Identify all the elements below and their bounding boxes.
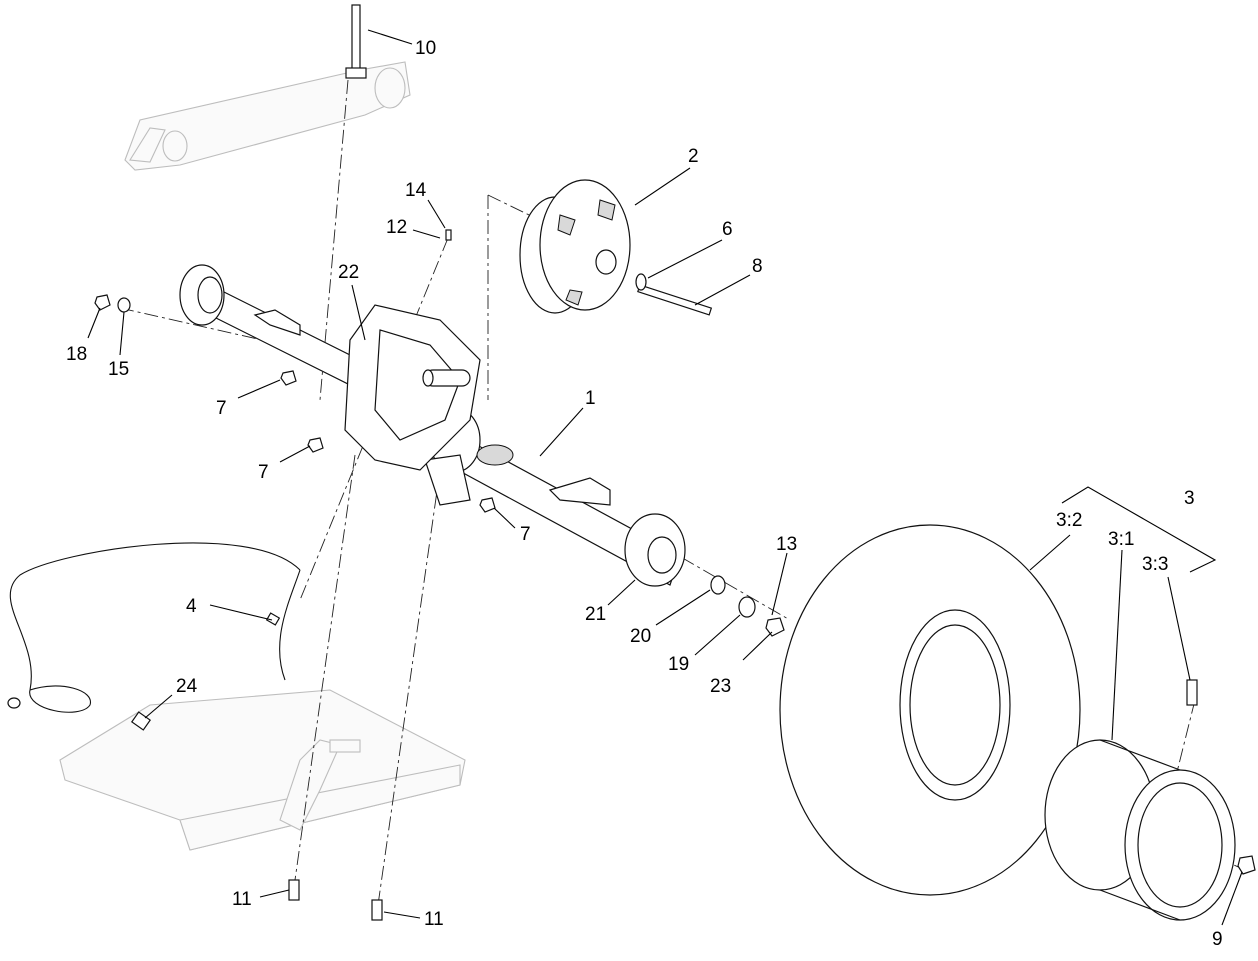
gearbox-housing: [344, 304, 481, 471]
callout-9: 9: [1212, 929, 1223, 950]
callout-12: 12: [386, 217, 407, 238]
wheel-rim: [1044, 739, 1236, 921]
wheel-tire: [779, 524, 1081, 896]
axle-assembly: [179, 264, 686, 587]
callout-2: 2: [688, 146, 699, 167]
callout-1: 1: [585, 388, 596, 409]
callout-13: 13: [776, 534, 797, 555]
bolt-11a: [288, 879, 300, 901]
washer-15: [117, 297, 131, 313]
callout-4: 4: [186, 596, 197, 617]
callout-20: 20: [630, 626, 651, 647]
callout-6: 6: [722, 219, 733, 240]
leader-lines: [87, 29, 1243, 926]
lower-frame-plate: [59, 689, 466, 851]
switch-24: [130, 711, 152, 731]
callout-8: 8: [752, 256, 763, 277]
callout-22: 22: [338, 262, 359, 283]
upper-frame-arm: [124, 61, 411, 171]
bolt-8: [637, 284, 713, 316]
cable-4: [7, 542, 301, 713]
nut-9: [1237, 855, 1256, 875]
bolt-3-3: [1186, 679, 1198, 706]
callout-3-3: 3:3: [1142, 554, 1168, 575]
bolt-10: [351, 4, 361, 76]
callout-10: 10: [415, 38, 436, 59]
callout-23: 23: [710, 676, 731, 697]
callout-11a: 11: [232, 889, 252, 910]
washer-19: [738, 596, 756, 618]
item-3-bracket: [1061, 486, 1217, 573]
callout-18: 18: [66, 344, 87, 365]
callout-24: 24: [176, 676, 198, 697]
callout-21: 21: [585, 604, 606, 625]
drive-pulley: [519, 179, 631, 314]
callout-7a: 7: [216, 398, 227, 419]
callout-labels: 10 2 6 8 14 12 22 18 15 7 7 7 1 4 24 11 …: [66, 38, 1223, 950]
bolt-11b: [371, 899, 383, 921]
nut-18: [94, 294, 111, 311]
nut-23: [765, 617, 785, 637]
callout-3-1: 3:1: [1108, 529, 1134, 550]
callout-19: 19: [668, 654, 689, 675]
callout-3-2: 3:2: [1056, 510, 1082, 531]
callout-3: 3: [1184, 488, 1195, 509]
pin-12: [445, 229, 452, 241]
callout-7b: 7: [258, 462, 269, 483]
bolt-10-head: [345, 67, 367, 79]
callout-7c: 7: [520, 524, 531, 545]
callout-11b: 11: [424, 909, 444, 930]
washer-20: [710, 575, 726, 595]
nut-7b: [307, 437, 324, 453]
nut-7a: [280, 370, 297, 386]
nut-7c: [479, 497, 496, 513]
callout-15: 15: [108, 359, 129, 380]
fasteners: [94, 4, 1256, 921]
washer-6: [635, 273, 647, 291]
callout-14: 14: [405, 180, 427, 201]
